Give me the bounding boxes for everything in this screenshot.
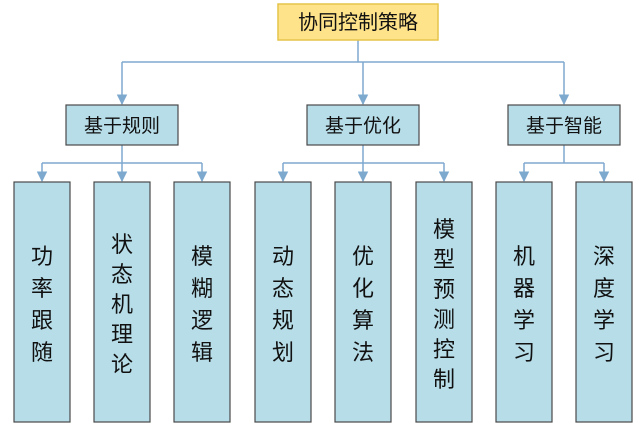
leaf-node-3-2: 深度学习: [575, 181, 633, 423]
leaf-node-label: 优化算法: [352, 245, 374, 366]
category-node-3: 基于智能: [507, 104, 621, 146]
category-node-box: [65, 104, 179, 146]
leaf-node-2-2: 优化算法: [334, 181, 392, 423]
root-node-label: 协同控制策略: [298, 10, 418, 34]
leaf-node-label: 动态规划: [272, 245, 294, 366]
leaf-node-box: [13, 181, 71, 423]
leaf-node-1-1: 功率跟随: [13, 181, 71, 423]
root-node: 协同控制策略: [277, 3, 439, 41]
leaf-node-label: 功率跟随: [31, 245, 53, 366]
category-node-box: [507, 104, 621, 146]
root-node-box: [277, 3, 439, 41]
leaf-node-label: 模糊逻辑: [191, 245, 213, 366]
leaf-node-label: 状态机理论: [111, 233, 133, 378]
category-node-1: 基于规则: [65, 104, 179, 146]
leaf-node-label: 深度学习: [593, 245, 615, 366]
leaf-node-box: [173, 181, 231, 423]
category-node-label: 基于规则: [84, 115, 160, 137]
leaf-node-box: [495, 181, 553, 423]
connector-lines: [36, 40, 610, 183]
leaf-node-1-3: 模糊逻辑: [173, 181, 231, 423]
leaf-node-box: [575, 181, 633, 423]
leaf-node-3-1: 机器学习: [495, 181, 553, 423]
category-node-2: 基于优化: [306, 104, 420, 146]
leaf-node-1-2: 状态机理论: [93, 181, 151, 423]
leaf-node-2-1: 动态规划: [254, 181, 312, 423]
leaf-node-box: [415, 181, 473, 423]
leaf-node-box: [254, 181, 312, 423]
leaf-node-label: 模型预测控制: [433, 218, 455, 393]
leaf-node-label: 机器学习: [513, 245, 535, 366]
leaf-node-box: [334, 181, 392, 423]
leaf-node-box: [93, 181, 151, 423]
category-node-label: 基于优化: [325, 115, 401, 137]
leaf-node-2-3: 模型预测控制: [415, 181, 473, 423]
category-node-label: 基于智能: [526, 115, 602, 137]
category-node-box: [306, 104, 420, 146]
